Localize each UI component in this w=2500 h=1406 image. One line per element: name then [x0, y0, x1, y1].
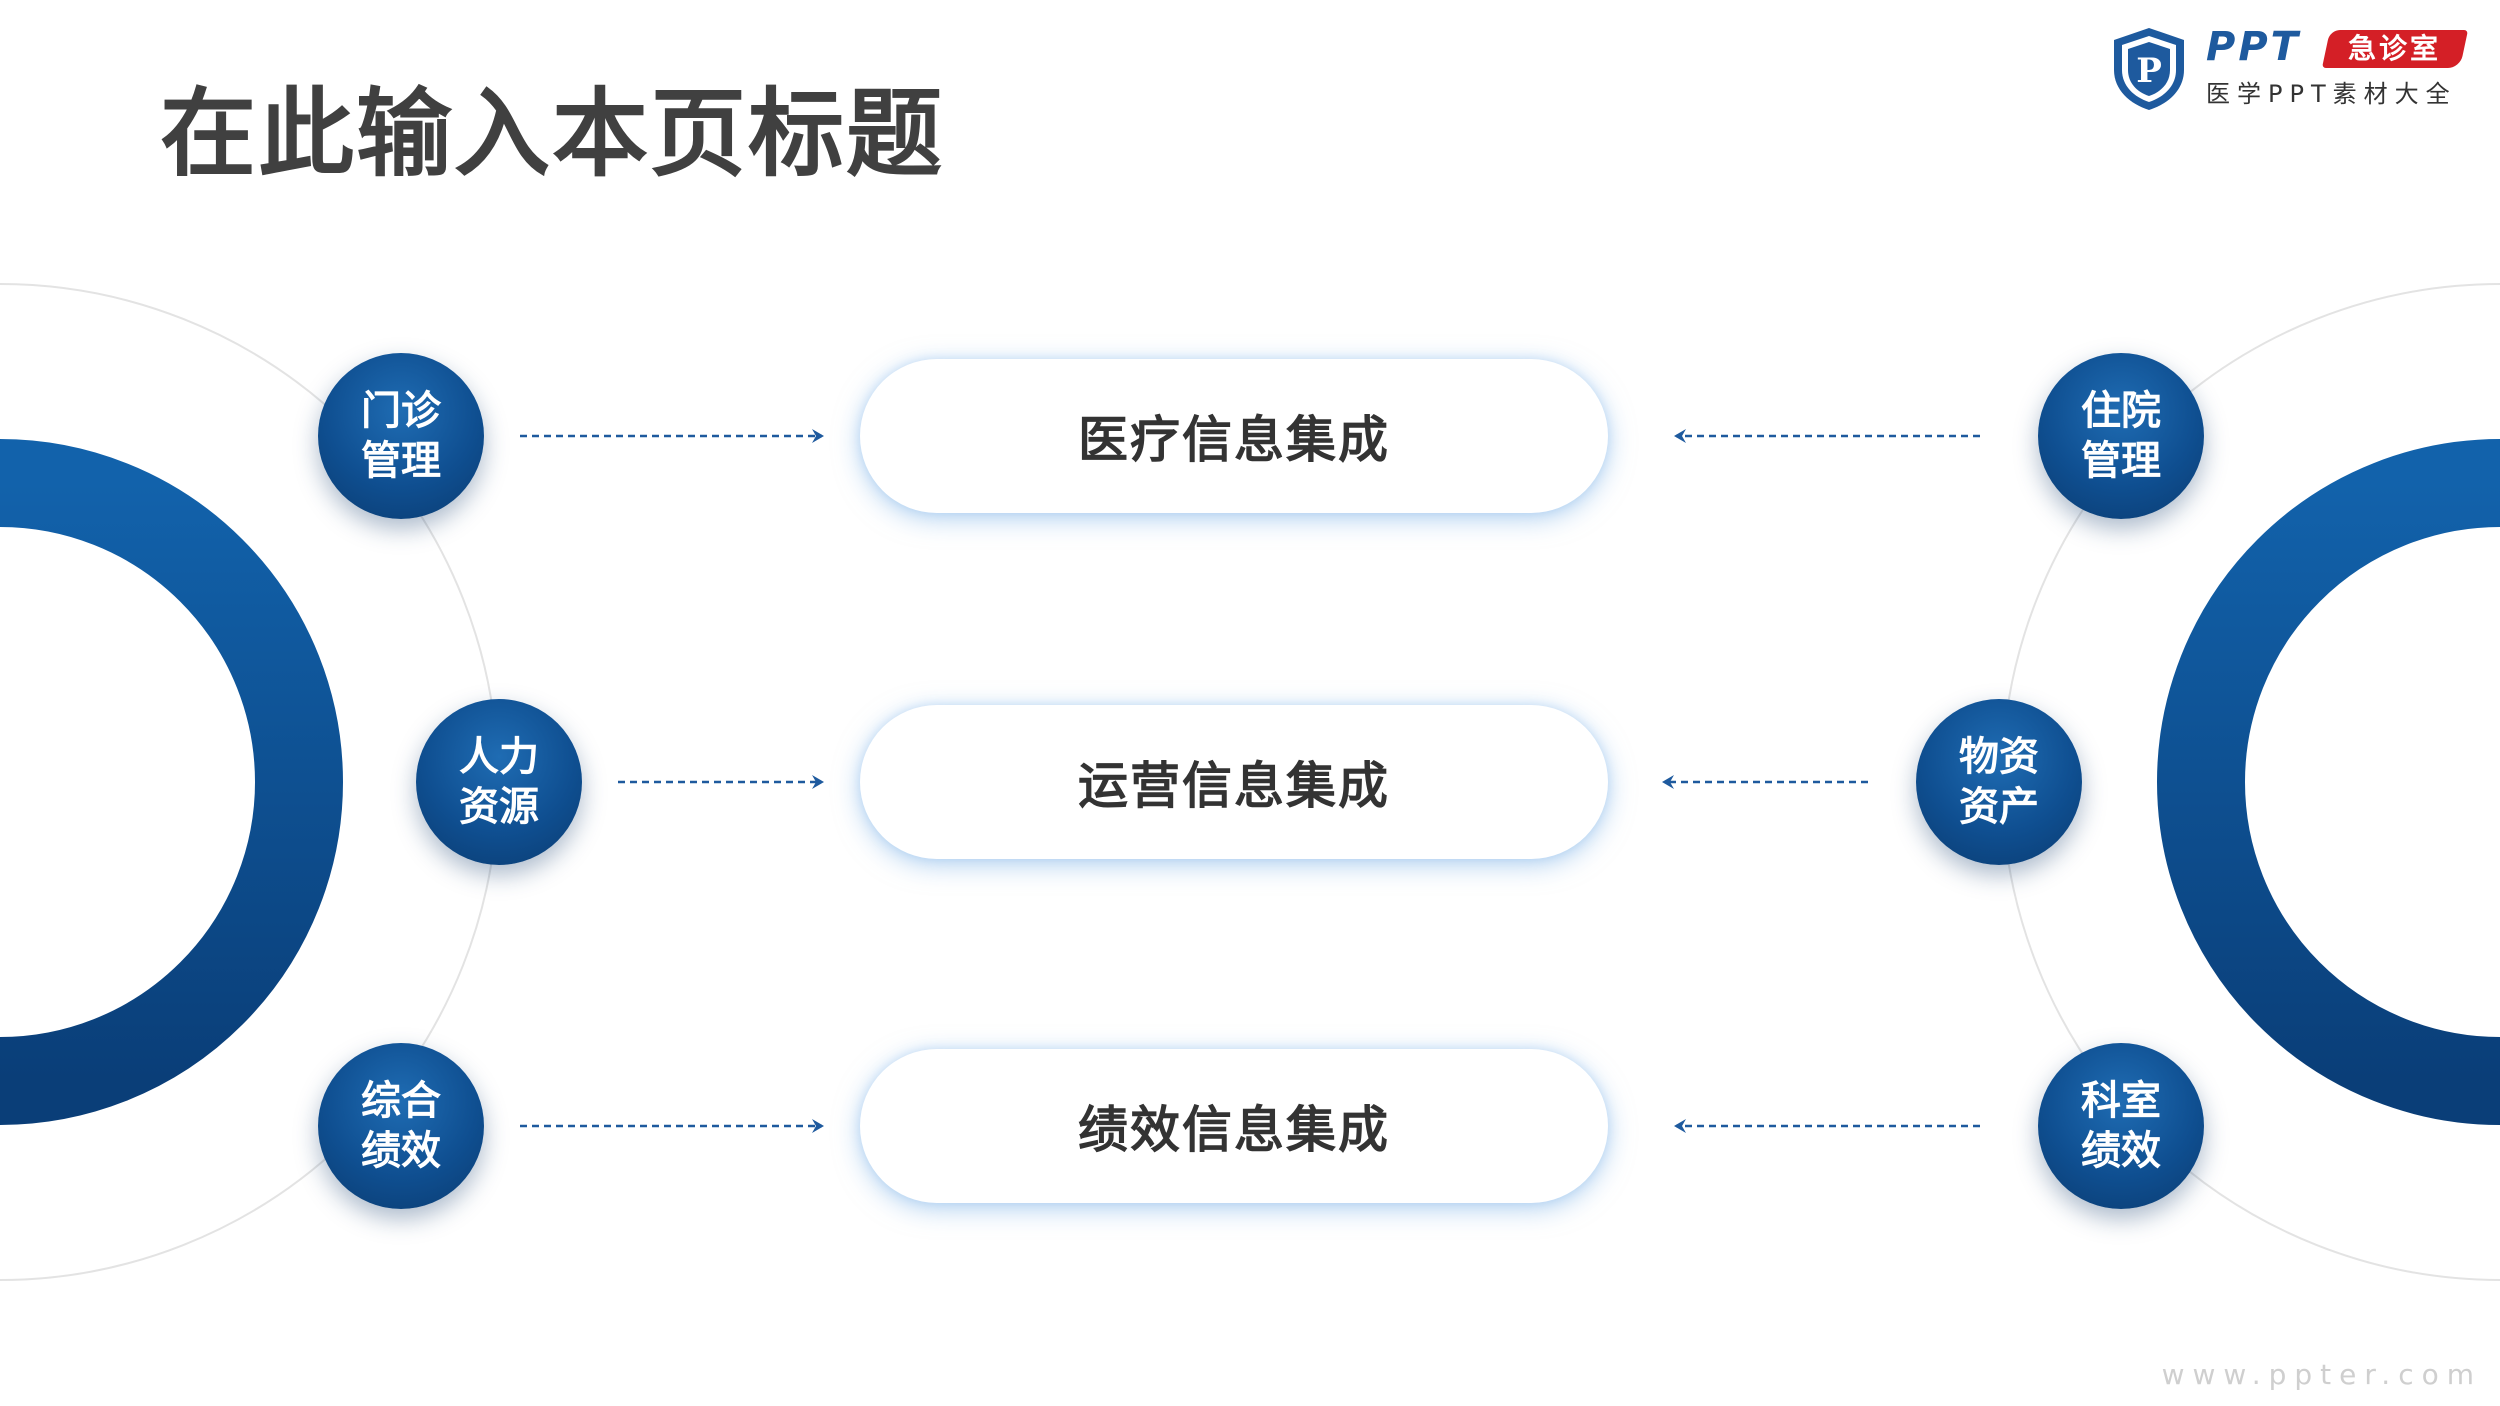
pill-medical-integration: 医疗信息集成 — [860, 359, 1608, 513]
page-title: 在此输入本页标题 — [160, 78, 944, 190]
shield-icon: P — [2114, 28, 2184, 110]
right-blue-ring — [2157, 439, 2500, 1125]
brand-logo: P PPT 急诊室 医学PPT素材大全 — [2110, 22, 2470, 112]
node-inpatient-management: 住院管理 — [2038, 353, 2204, 519]
node-outpatient-management: 门诊管理 — [318, 353, 484, 519]
node-human-resources: 人力资源 — [416, 699, 582, 865]
logo-ppt-text: PPT — [2206, 24, 2301, 70]
left-blue-ring — [0, 439, 343, 1125]
watermark: www.ppter.com — [2161, 1358, 2482, 1391]
node-material-assets: 物资资产 — [1916, 699, 2082, 865]
pill-operation-integration: 运营信息集成 — [860, 705, 1608, 859]
pill-performance-integration: 绩效信息集成 — [860, 1049, 1608, 1203]
node-comprehensive-performance: 综合绩效 — [318, 1043, 484, 1209]
node-department-performance: 科室绩效 — [2038, 1043, 2204, 1209]
logo-subtitle: 医学PPT素材大全 — [2206, 80, 2457, 108]
shield-letter: P — [2136, 51, 2162, 91]
